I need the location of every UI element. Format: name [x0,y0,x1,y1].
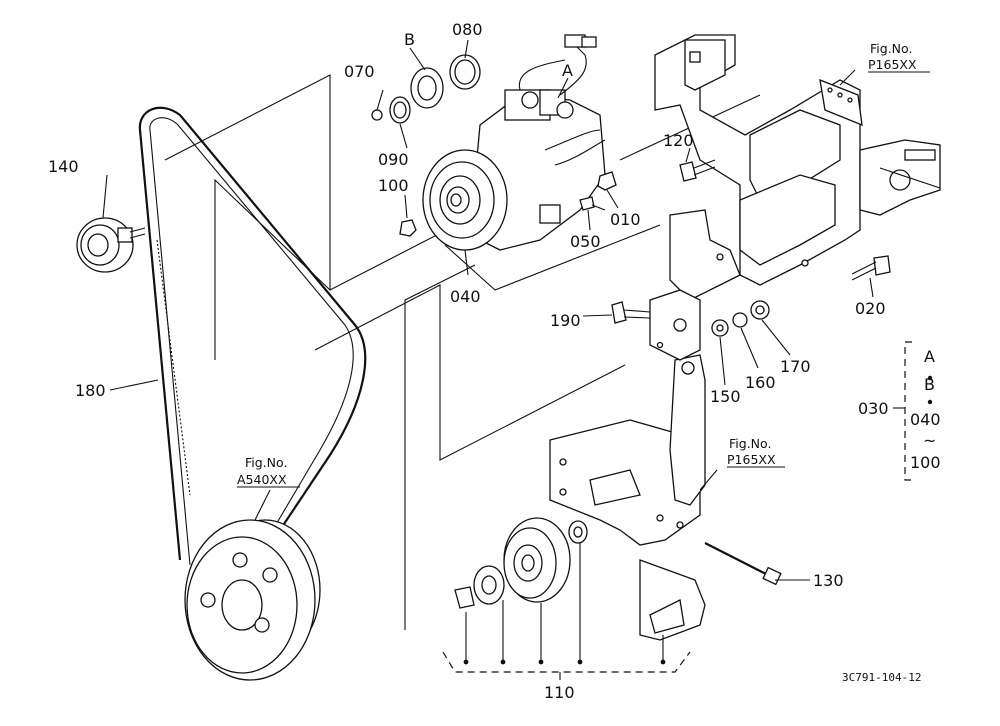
drive-belt-180 [138,106,367,566]
compressor-040 [422,34,606,251]
mounting-bracket-upper [654,34,941,301]
label-letter-b: B [404,30,415,49]
fig-references: Fig.No. P165XX Fig.No. P165XX Fig.No. A5… [237,41,917,487]
fig-ref-top-label: Fig.No. [870,41,912,56]
label-130: 130 [813,571,844,590]
fig-ref-pulley-number: A540XX [237,472,287,487]
set-030-b: B [924,375,935,394]
label-160: 160 [745,373,776,392]
set-030-contents: A B 040 ~ 100 [910,347,941,472]
set-030-a: A [924,347,935,366]
leader-lines [102,39,874,581]
shim-070 [371,109,383,121]
bolt-190 [611,301,651,324]
label-170: 170 [780,357,811,376]
bolt-020 [851,255,891,281]
fig-ref-pulley-label: Fig.No. [245,455,287,470]
tensioner-pulley-set [454,517,685,634]
washer-010 [597,171,617,191]
label-100: 100 [378,176,409,195]
fig-ref-middle-number: P165XX [727,452,776,467]
guide-lines [164,74,761,630]
set-030-end: 100 [910,453,941,472]
spring-washer-160 [732,312,748,328]
mounting-bracket-lower [549,289,706,641]
fig-ref-top-number: P165XX [868,57,917,72]
label-040: 040 [450,287,481,306]
label-020: 020 [855,299,886,318]
label-140: 140 [48,157,79,176]
label-letter-a: A [562,61,573,80]
bolt-050 [579,196,595,211]
fig-ref-middle-label: Fig.No. [729,436,771,451]
idler-pulley-140 [76,217,146,273]
label-090: 090 [378,150,409,169]
bolt-130 [704,542,782,586]
label-070: 070 [344,62,375,81]
label-190: 190 [550,311,581,330]
label-030: 030 [858,399,889,418]
label-180: 180 [75,381,106,400]
label-110: 110 [544,683,575,702]
label-080: 080 [452,20,483,39]
label-010: 010 [610,210,641,229]
fig-ref-underlines [237,71,930,488]
part-labels: 070 B 080 A 090 100 040 050 010 120 020 … [48,20,889,702]
bolt-120 [679,159,716,182]
label-150: 150 [710,387,741,406]
label-050: 050 [570,232,601,251]
drawing-code: 3C791-104-12 [842,671,921,684]
nut-100 [399,219,417,237]
crank-pulley [184,519,321,681]
label-120: 120 [663,131,694,150]
set-030-bracket [893,341,933,481]
set-030-start: 040 [910,410,941,429]
set-030-tilde: ~ [923,431,936,450]
group-110-bracket [442,543,691,680]
hardware-parts [371,54,891,586]
